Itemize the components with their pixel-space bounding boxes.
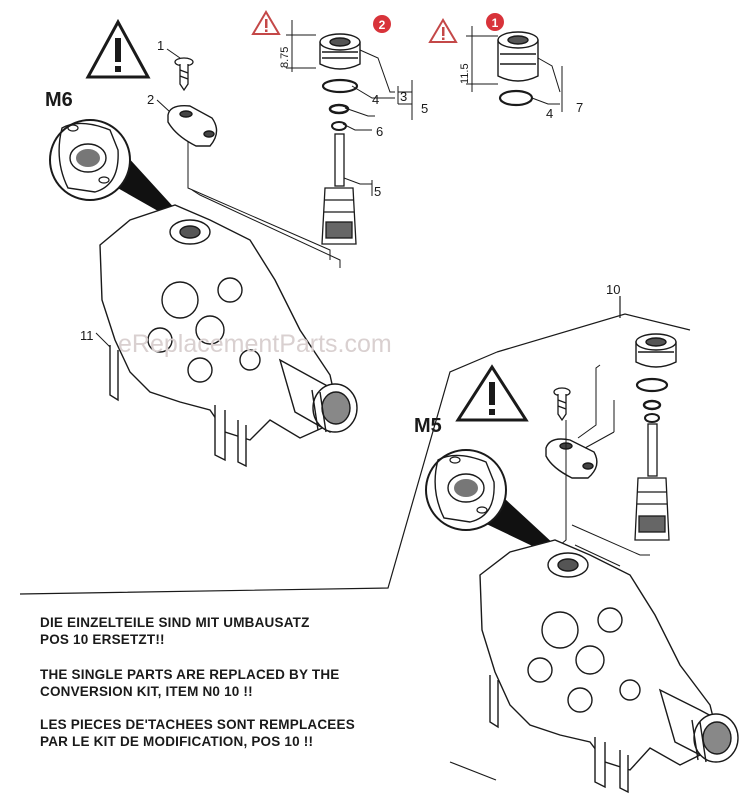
- note-french: LES PIECES DE'TACHEES SONT REMPLACEES PA…: [40, 716, 355, 750]
- ring-6b: [331, 121, 347, 131]
- small-warning-icon-left: [251, 10, 281, 35]
- dimension-875: [286, 20, 316, 72]
- callout-10: 10: [606, 282, 620, 297]
- callout-5b: 5: [374, 184, 381, 199]
- plunger-kit: [634, 423, 670, 541]
- callout-4b: 4: [546, 106, 553, 121]
- note-english-line1: THE SINGLE PARTS ARE REPLACED BY THE: [40, 667, 340, 682]
- plunger-5: [321, 133, 357, 245]
- note-german-line1: DIE EINZELTEILE SIND MIT UMBAUSATZ: [40, 615, 310, 630]
- flange-kit: [545, 438, 598, 479]
- callout-3: 3: [400, 89, 407, 104]
- callout-6: 6: [376, 124, 383, 139]
- small-warning-icon-right: [428, 18, 458, 43]
- badge-1: 1: [486, 13, 504, 31]
- o-ring-4a: [321, 78, 359, 94]
- note-german-line2: POS 10 ERSETZT!!: [40, 632, 165, 647]
- pump-housing-kit: [479, 539, 739, 794]
- callout-4a: 4: [372, 92, 379, 107]
- callout-5a: 5: [421, 101, 428, 116]
- m5-label: M5: [414, 415, 442, 437]
- valve-cap-2: [319, 33, 361, 70]
- dimension-115-label: 11.5: [459, 63, 471, 84]
- callout-1: 1: [157, 38, 164, 53]
- note-german: DIE EINZELTEILE SIND MIT UMBAUSATZ POS 1…: [40, 614, 310, 648]
- callout-2: 2: [147, 92, 154, 107]
- svg-text:1: 1: [492, 16, 499, 30]
- o-ring-4b: [498, 89, 534, 107]
- o-ring-kit: [635, 377, 669, 393]
- leader-lines-top: [95, 48, 563, 348]
- warning-triangle-icon-top: [85, 18, 151, 79]
- o-ring-kit-small: [642, 399, 662, 411]
- watermark-text: eReplacementParts.com: [118, 330, 392, 358]
- svg-text:2: 2: [379, 18, 386, 32]
- valve-cap-kit: [635, 333, 677, 368]
- dimension-115: [466, 26, 498, 92]
- badge-2: 2: [373, 15, 391, 33]
- flange-2: [167, 105, 218, 147]
- bolt-kit: [553, 387, 571, 422]
- callout-7: 7: [576, 100, 583, 115]
- note-french-line1: LES PIECES DE'TACHEES SONT REMPLACEES: [40, 717, 355, 732]
- m6-label: M6: [45, 89, 73, 111]
- o-ring-6: [328, 103, 350, 115]
- ring-kit-small: [644, 413, 660, 423]
- warning-triangle-icon-kit: [455, 364, 529, 422]
- leader-lines-kit: [547, 364, 650, 567]
- valve-cap-7: [497, 31, 539, 82]
- note-english: THE SINGLE PARTS ARE REPLACED BY THE CON…: [40, 666, 339, 700]
- pump-housing-11: [99, 204, 358, 468]
- conversion-kit-frame: [19, 296, 691, 781]
- callout-11: 11: [80, 328, 94, 343]
- bolt-1: [174, 57, 194, 92]
- note-french-line2: PAR LE KIT DE MODIFICATION, POS 10 !!: [40, 734, 314, 749]
- note-english-line2: CONVERSION KIT, ITEM N0 10 !!: [40, 684, 253, 699]
- dimension-875-label: 8.75: [279, 47, 291, 68]
